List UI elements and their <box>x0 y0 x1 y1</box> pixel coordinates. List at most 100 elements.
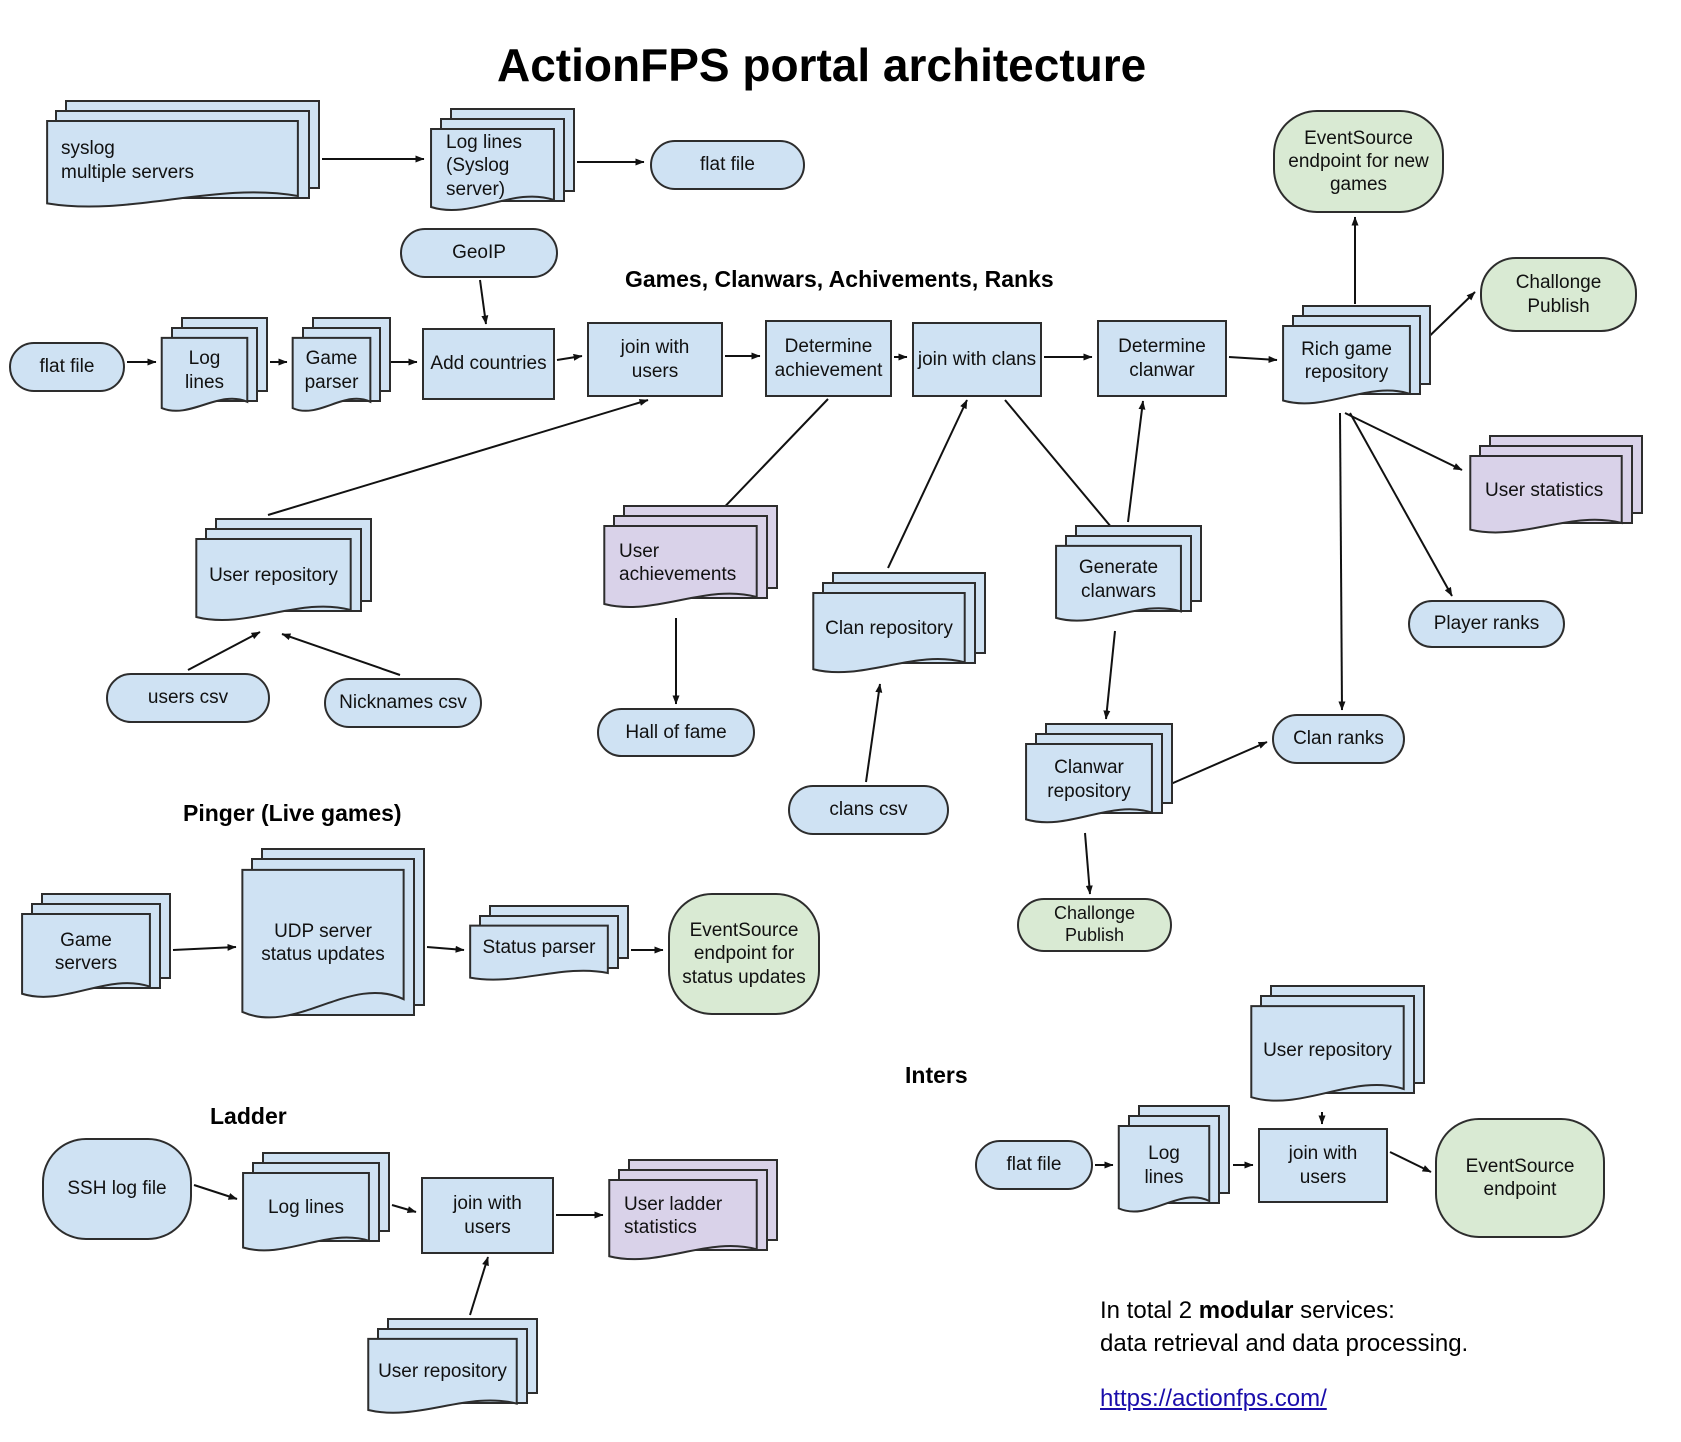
arrow-richrepo-to-playerranks <box>1349 412 1453 597</box>
label: flat file <box>39 356 95 378</box>
node-ssh-log-file: SSH log file <box>42 1138 192 1240</box>
node-join-with-clans: join with clans <box>912 322 1042 397</box>
arrow-richrepo-to-clanranks <box>1338 412 1346 711</box>
label: join with users <box>1288 1143 1358 1188</box>
label: Challonge Publish <box>1053 903 1136 945</box>
label: Challonge Publish <box>1515 272 1602 317</box>
node-hall-of-fame: Hall of fame <box>597 708 755 757</box>
node-eventsource-status: EventSource endpoint for status updates <box>668 893 820 1015</box>
section-heading-ladder: Ladder <box>210 1103 287 1129</box>
document-shape <box>1282 325 1411 411</box>
label: flat file <box>1006 1154 1062 1176</box>
arrow-addcountries-to-joinusers <box>556 353 583 361</box>
node-flat-file-top: flat file <box>650 140 805 190</box>
label: Clanwar repository <box>1047 757 1131 802</box>
section-heading-games: Games, Clanwars, Achivements, Ranks <box>625 266 1054 292</box>
label: User achievements <box>619 540 737 585</box>
document-shape <box>195 538 352 628</box>
label: Status parser <box>482 937 596 959</box>
label: Clan repository <box>825 618 953 640</box>
node-user-statistics: User statistics <box>1469 435 1643 540</box>
node-player-ranks: Player ranks <box>1408 600 1565 648</box>
document-shape <box>1055 545 1182 628</box>
label: Nicknames csv <box>339 692 467 714</box>
document-shape <box>430 128 555 218</box>
footer-note: In total 2 modular services: data retrie… <box>1100 1294 1468 1415</box>
document-shape <box>161 337 248 418</box>
document-shape <box>45 120 300 215</box>
label: join with users <box>453 1193 522 1238</box>
node-nicknames-csv: Nicknames csv <box>324 678 482 728</box>
arrow-genclanwars-to-detclanwar <box>1127 400 1146 523</box>
label: Game parser <box>304 348 359 393</box>
document-shape <box>241 868 405 1032</box>
node-log-lines-main: Log lines <box>161 317 268 418</box>
label: Rich game repository <box>1301 338 1392 383</box>
node-log-lines-inters: Log lines <box>1118 1105 1230 1220</box>
arrow-udp-to-statusparser <box>426 945 465 953</box>
label: Clan ranks <box>1293 728 1384 750</box>
document-shape <box>608 1179 758 1267</box>
node-user-repository-mid: User repository <box>195 518 372 628</box>
label: clans csv <box>829 799 908 821</box>
node-syslog-servers: syslog multiple servers <box>45 100 320 215</box>
label: User repository <box>1263 1039 1392 1061</box>
footer-text: In total 2 <box>1100 1297 1199 1324</box>
document-shape <box>1250 1005 1405 1110</box>
label: Log lines <box>267 1197 345 1219</box>
node-clanwar-repository: Clanwar repository <box>1025 723 1173 830</box>
label: Game servers <box>54 929 118 974</box>
label: Log lines <box>1144 1143 1184 1188</box>
label: EventSource endpoint for new games <box>1288 127 1429 196</box>
node-eventsource-new-games: EventSource endpoint for new games <box>1273 110 1444 213</box>
label: Player ranks <box>1433 613 1540 635</box>
node-user-ladder-statistics: User ladder statistics <box>608 1159 778 1267</box>
arrow-geoip-to-addcountries <box>479 279 489 325</box>
actionfps-link[interactable]: https://actionfps.com/ <box>1100 1385 1327 1412</box>
node-clans-csv: clans csv <box>788 785 949 835</box>
arrow-detclanwar-to-richrepo <box>1228 355 1278 363</box>
label: Log lines <box>184 348 225 393</box>
node-determine-clanwar: Determine clanwar <box>1097 320 1227 397</box>
node-generate-clanwars: Generate clanwars <box>1055 525 1202 628</box>
document-shape <box>242 1172 370 1258</box>
label: Log lines (Syslog server) <box>446 132 523 200</box>
label: Add countries <box>430 353 547 375</box>
node-user-repository-inters: User repository <box>1250 985 1425 1110</box>
document-shape <box>812 592 966 680</box>
label: User repository <box>378 1361 507 1383</box>
node-user-repository-ladder: User repository <box>367 1318 538 1420</box>
arrow-clanscsv-to-clanrepo <box>865 683 883 783</box>
arrow-detach-to-achievements <box>712 398 829 520</box>
node-join-with-users-ladder: join with users <box>421 1177 554 1254</box>
label: flat file <box>700 154 755 176</box>
document-shape <box>367 1338 518 1420</box>
label: UDP server status updates <box>261 920 385 965</box>
node-status-parser: Status parser <box>469 905 629 985</box>
footer-line1: In total 2 modular services: <box>1100 1294 1468 1327</box>
node-clan-ranks: Clan ranks <box>1272 714 1405 764</box>
label: join with users <box>620 337 690 382</box>
arrow-ssh-to-loglines <box>193 1184 238 1200</box>
node-user-achievements: User achievements <box>603 505 778 615</box>
label: syslog multiple servers <box>61 138 195 183</box>
document-shape <box>469 925 609 985</box>
label: GeoIP <box>452 242 506 264</box>
label: User statistics <box>1485 479 1604 501</box>
label: Hall of fame <box>625 721 727 743</box>
node-challonge-publish-right: Challonge Publish <box>1480 257 1637 332</box>
node-flat-file-inters: flat file <box>975 1140 1093 1190</box>
label: EventSource endpoint <box>1465 1155 1575 1200</box>
label: Determine clanwar <box>1118 336 1206 381</box>
document-shape <box>603 525 758 615</box>
document-shape <box>1025 743 1153 830</box>
arrow-clanwarrepo-to-challonge <box>1084 832 1093 895</box>
node-geoip: GeoIP <box>400 228 558 278</box>
footer-bold-text: modular <box>1198 1297 1294 1324</box>
arrow-loglines-to-joinusers-ladder <box>391 1204 417 1213</box>
label: join with clans <box>917 348 1037 370</box>
node-game-parser: Game parser <box>292 317 391 418</box>
node-add-countries: Add countries <box>422 328 555 400</box>
